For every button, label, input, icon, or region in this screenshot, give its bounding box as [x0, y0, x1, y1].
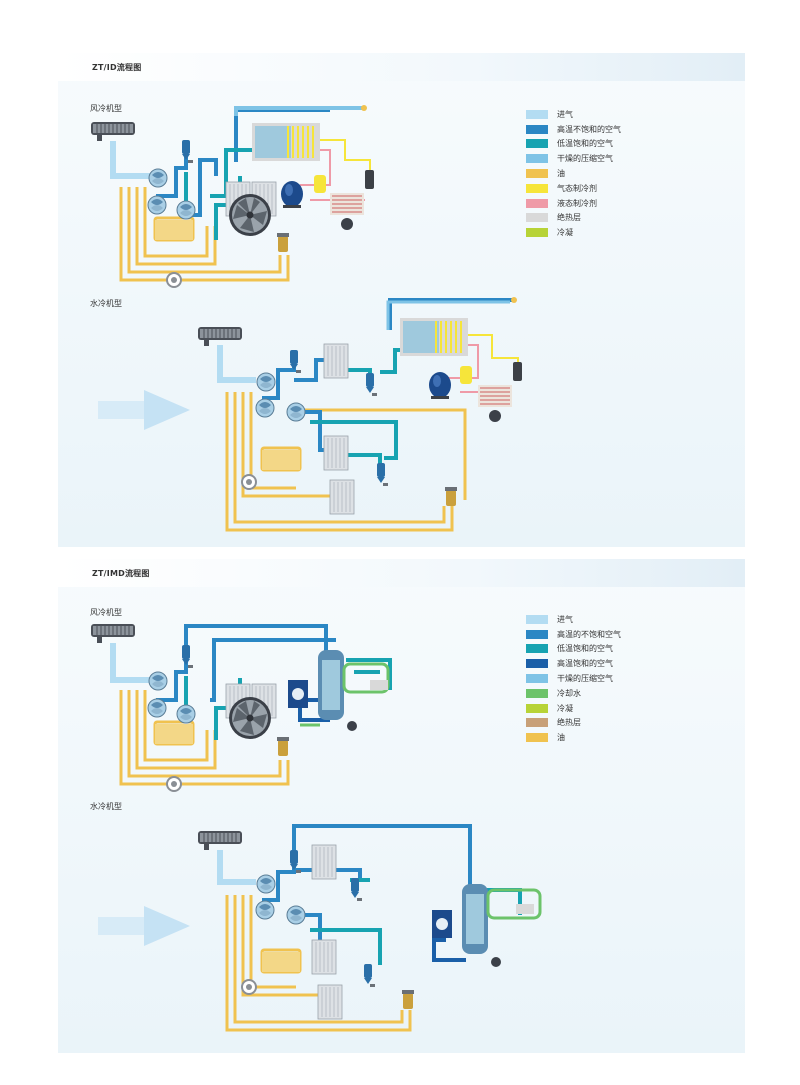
- zt-imd-water-cooled-diagram: [98, 824, 542, 1032]
- legend-item-cool-air: 低温饱和的空气: [526, 137, 621, 152]
- legend-swatch: [526, 198, 548, 208]
- zt-id-water-cooled-diagram: [98, 297, 522, 532]
- legend-swatch: [526, 154, 548, 164]
- water-cooled-label: 水冷机型: [90, 299, 122, 308]
- legend-swatch: [526, 659, 548, 669]
- panel-header: ZT/ID流程图: [58, 53, 745, 81]
- legend-swatch: [526, 674, 548, 684]
- legend-swatch: [526, 228, 548, 238]
- legend-swatch: [526, 629, 548, 639]
- zt-id-air-cooled-diagram: [90, 105, 374, 288]
- legend-swatch: [526, 124, 548, 134]
- panel-title: ZT/IMD流程图: [92, 569, 150, 578]
- legend-item-liquid-refrigerant: 液态制冷剂: [526, 196, 621, 211]
- legend-item-condensate: 冷凝: [526, 701, 621, 716]
- panel-title: ZT/ID流程图: [92, 63, 142, 72]
- panel-header: ZT/IMD流程图: [58, 559, 745, 587]
- legend-swatch: [526, 109, 548, 119]
- legend-item-insulation: 绝热层: [526, 716, 621, 731]
- panel-zt-id: ZT/ID流程图 风冷机型 水冷机型 进气 高温不饱和的空气 低温饱和的空气 干…: [58, 53, 745, 547]
- legend-swatch: [526, 718, 548, 728]
- water-cooled-label: 水冷机型: [90, 802, 122, 811]
- legend-item-hot-saturated-air: 高温饱和的空气: [526, 656, 621, 671]
- air-cooled-label: 风冷机型: [90, 104, 122, 113]
- legend-swatch: [526, 169, 548, 179]
- legend: 进气 高温的不饱和空气 低温饱和的空气 高温饱和的空气 干燥的压缩空气 冷却水 …: [526, 612, 621, 745]
- legend-swatch: [526, 733, 548, 743]
- legend-item-inlet: 进气: [526, 107, 621, 122]
- legend-item-hot-air: 高温的不饱和空气: [526, 627, 621, 642]
- legend-item-oil: 油: [526, 166, 621, 181]
- zt-imd-air-cooled-diagram: [90, 623, 392, 792]
- legend-item-cooling-water: 冷却水: [526, 686, 621, 701]
- legend-item-oil: 油: [526, 730, 621, 745]
- legend-item-hot-air: 高温不饱和的空气: [526, 122, 621, 137]
- legend-item-dry-air: 干燥的压缩空气: [526, 151, 621, 166]
- legend-swatch: [526, 183, 548, 193]
- air-cooled-label: 风冷机型: [90, 608, 122, 617]
- legend: 进气 高温不饱和的空气 低温饱和的空气 干燥的压缩空气 油 气态制冷剂 液态制冷…: [526, 107, 621, 240]
- legend-item-insulation: 绝热层: [526, 211, 621, 226]
- panel-zt-imd: ZT/IMD流程图 风冷机型 水冷机型 进气 高温的不饱和空气 低温饱和的空气 …: [58, 559, 745, 1053]
- legend-item-condensate: 冷凝: [526, 225, 621, 240]
- legend-item-cool-air: 低温饱和的空气: [526, 642, 621, 657]
- legend-swatch: [526, 703, 548, 713]
- legend-item-gas-refrigerant: 气态制冷剂: [526, 181, 621, 196]
- legend-swatch: [526, 688, 548, 698]
- legend-swatch: [526, 139, 548, 149]
- legend-item-inlet: 进气: [526, 612, 621, 627]
- legend-swatch: [526, 614, 548, 624]
- legend-item-dry-air: 干燥的压缩空气: [526, 671, 621, 686]
- legend-swatch: [526, 213, 548, 223]
- legend-swatch: [526, 644, 548, 654]
